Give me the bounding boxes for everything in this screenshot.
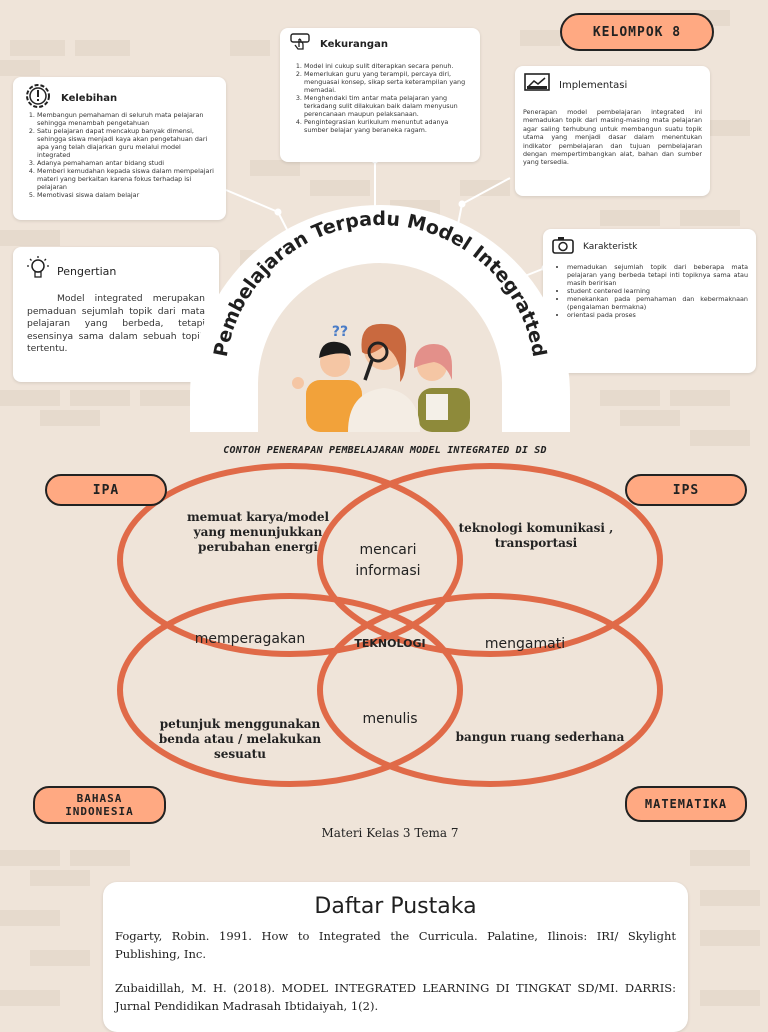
question-marks: ??: [332, 324, 348, 340]
list-item: Menghendaki tim antar mata pelajaran yan…: [304, 94, 470, 118]
list-item: menekankan pada pemahaman dan kebermakna…: [567, 295, 748, 311]
karakteristik-title: Karakteristk: [583, 242, 638, 252]
implementasi-card: Implementasi Penerapan model pembelajara…: [515, 66, 710, 196]
kelebihan-list: Membangun pemahaman di seluruh mata pela…: [23, 111, 216, 199]
lightbulb-icon: [27, 255, 49, 287]
list-item: Memberi kemudahan kepada siswa dalam mem…: [37, 167, 216, 191]
list-item: Membangun pemahaman di seluruh mata pela…: [37, 111, 216, 127]
list-item: Satu pelajaran dapat mencakup banyak dim…: [37, 127, 216, 159]
circle-ips: [317, 463, 663, 657]
region-ipa-bahasa: memperagakan: [194, 631, 306, 647]
label-ipa: IPA: [45, 474, 167, 506]
region-bahasa-only: petunjuk menggunakan benda atau / melaku…: [158, 717, 322, 761]
reference-item: Zubaidillah, M. H. (2018). MODEL INTEGRA…: [115, 981, 676, 1013]
region-ipa-only: memuat karya/model yang menunjukkan peru…: [186, 510, 330, 554]
venn-diagram: [117, 463, 663, 787]
pengertian-text: Model integrated merupakan pemaduan seju…: [27, 293, 205, 354]
region-ipa-ips: mencari informasi: [355, 542, 421, 579]
list-item: Memerlukan guru yang terampil, percaya d…: [304, 70, 470, 94]
camera-icon: [551, 235, 575, 259]
implementasi-text: Penerapan model pembelajaran integrated …: [523, 108, 702, 167]
label-ips: IPS: [625, 474, 747, 506]
venn-heading: CONTOH PENERAPAN PEMBELAJARAN MODEL INTE…: [223, 445, 547, 456]
title-arch: Pembelajaran Terpadu Model Integratted ?…: [190, 205, 570, 432]
presentation-chart-icon: [523, 72, 551, 98]
kekurangan-list: Model ini cukup sulit diterapkan secara …: [290, 62, 470, 134]
kekurangan-title: Kekurangan: [320, 38, 388, 50]
region-bahasa-mat: menulis: [362, 711, 418, 727]
karakteristik-card: Karakteristk memadukan sejumlah topik da…: [543, 229, 756, 373]
reference-item: Fogarty, Robin. 1991. How to Integrated …: [115, 929, 676, 961]
implementasi-title: Implementasi: [559, 79, 628, 91]
venn-caption: Materi Kelas 3 Tema 7: [321, 826, 459, 840]
list-item: memadukan sejumlah topik dari beberapa m…: [567, 263, 748, 287]
list-item: Model ini cukup sulit diterapkan secara …: [304, 62, 470, 70]
region-ips-only: teknologi komunikasi , transportasi: [458, 521, 614, 550]
kelebihan-card: Kelebihan Membangun pemahaman di seluruh…: [13, 77, 226, 220]
region-mat-only: bangun ruang sederhana: [455, 730, 625, 744]
circle-bahasa: [117, 593, 463, 787]
pengertian-title: Pengertian: [57, 264, 117, 278]
students-illustration: [292, 323, 470, 432]
kekurangan-card: Kekurangan Model ini cukup sulit diterap…: [280, 28, 480, 162]
daftar-pustaka-title: Daftar Pustaka: [314, 894, 477, 919]
list-item: student centered learning: [567, 287, 748, 295]
karakteristik-list: memadukan sejumlah topik dari beberapa m…: [551, 263, 748, 319]
circle-ipa: [117, 463, 463, 657]
circle-matematika: [317, 593, 663, 787]
list-item: orientasi pada proses: [567, 311, 748, 319]
list-item: Memotivasi siswa dalam belajar: [37, 191, 216, 199]
region-ips-mat: mengamati: [484, 636, 566, 652]
list-item: Adanya pemahaman antar bidang studi: [37, 159, 216, 167]
kelebihan-title: Kelebihan: [61, 92, 118, 104]
alert-gear-icon: [23, 81, 53, 115]
list-item: Pengintegrasian kurikulum menuntut adany…: [304, 118, 470, 134]
hand-touch-icon: [290, 32, 312, 56]
daftar-pustaka-card: Daftar Pustaka Fogarty, Robin. 1991. How…: [103, 882, 688, 1032]
pengertian-card: Pengertian Model integrated merupakan pe…: [13, 247, 219, 382]
label-bahasa-indonesia: BAHASA INDONESIA: [33, 786, 166, 824]
group-badge: KELOMPOK 8: [560, 13, 714, 51]
label-matematika: MATEMATIKA: [625, 786, 747, 822]
region-center: TEKNOLOGI: [354, 637, 426, 650]
